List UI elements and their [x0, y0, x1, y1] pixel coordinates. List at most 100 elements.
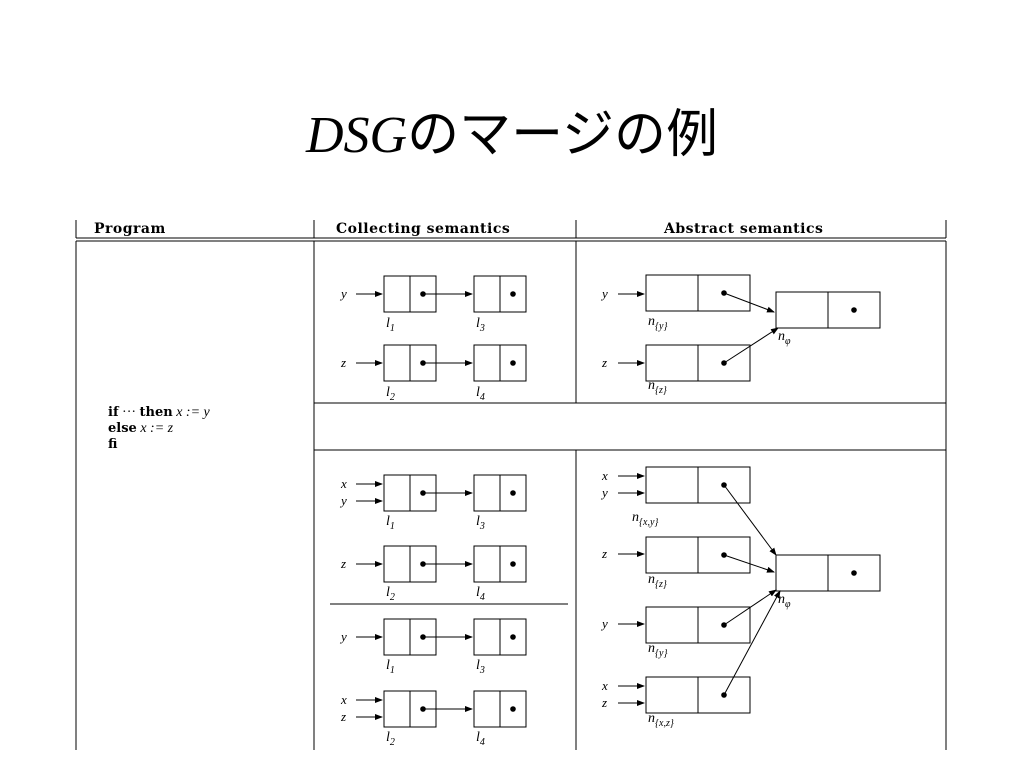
as-top-edge-nz-nphi	[723, 327, 779, 364]
as-top-label-ny-subscript: {y}	[655, 321, 667, 332]
as-b-label-nxz: n{x,z}	[648, 711, 674, 729]
as-b-label-nxy-base: n	[632, 510, 639, 525]
table-frame	[75, 220, 947, 750]
cs-top-label-l2-base: l	[386, 385, 390, 400]
as-b-label-nz-base: n	[648, 572, 655, 587]
cs-b1-node-l3	[473, 474, 527, 512]
cs-top-label-l1-subscript: 1	[390, 323, 395, 334]
dots: ···	[119, 405, 140, 420]
as-b-label-nz-subscript: {z}	[655, 579, 667, 590]
cs-top-node-l3-pointer-dot	[510, 291, 516, 297]
as-b-edge-nxy-nphi	[723, 484, 777, 556]
cs-top-node-l3	[473, 275, 527, 313]
kw-then: then	[140, 405, 174, 420]
title-japanese: のマージの例	[407, 105, 719, 165]
cs-top-label-l3-base: l	[476, 316, 480, 331]
title-latin: DSG	[305, 107, 408, 164]
as-top-node-nphi	[775, 291, 881, 329]
assign-x-z: x := z	[137, 421, 174, 436]
cs-top-label-l3-subscript: 3	[479, 323, 485, 334]
header-program: Program	[94, 221, 166, 237]
cs-top-node-l4	[473, 344, 527, 382]
as-b-label-nxy-subscript: {x,y}	[639, 517, 658, 528]
kw-if: if	[108, 405, 120, 420]
as-b-node-nxy	[645, 466, 751, 504]
cs-b2-label-l3-base: l	[476, 658, 480, 673]
program-line-if: if ··· then x := y	[108, 405, 211, 420]
cs-b1-node-l3-pointer-dot	[510, 490, 516, 496]
cs-top-label-l1: l1	[386, 316, 395, 334]
cs-b2-label-l2-base: l	[386, 730, 390, 745]
as-b-var-z2: z	[601, 695, 607, 710]
cs-b2-node-l4-pointer-dot	[510, 706, 516, 712]
cs-b2-label-l2-subscript: 2	[390, 737, 395, 748]
as-b-label-nphi-subscript: φ	[785, 599, 791, 610]
as-b-var-y: y	[600, 485, 608, 500]
cs-b2-var-y: y	[339, 629, 347, 644]
cs-b1-label-l3-subscript: 3	[479, 521, 485, 532]
cs-b1-node-l4	[473, 545, 527, 583]
as-b-label-nphi-base: n	[778, 592, 785, 607]
cs-b1-var-z: z	[340, 556, 346, 571]
as-b-var-x2: x	[601, 678, 608, 693]
cs-b2-label-l4-subscript: 4	[480, 737, 485, 748]
cs-b2-label-l2: l2	[386, 730, 395, 748]
cs-top-label-l4-subscript: 4	[480, 392, 485, 403]
as-b-label-nxz-subscript: {x,z}	[655, 718, 674, 729]
cs-b1-label-l4-subscript: 4	[480, 592, 485, 603]
as-top-label-nz: n{z}	[648, 378, 667, 396]
as-top-label-ny: n{y}	[648, 314, 667, 332]
slide-title: DSGのマージの例	[0, 100, 1024, 171]
cs-b2-var-z: z	[340, 709, 346, 724]
as-top-var-z: z	[601, 355, 607, 370]
cs-top-label-l1-base: l	[386, 316, 390, 331]
as-top-label-nphi-base: n	[778, 329, 785, 344]
cs-b1-label-l3: l3	[476, 514, 485, 532]
as-top-edge-ny-nphi	[723, 292, 775, 313]
as-b-label-nxz-base: n	[648, 711, 655, 726]
cs-b2-label-l3-subscript: 3	[479, 665, 485, 676]
as-top-label-nz-base: n	[648, 378, 655, 393]
cs-top-var-y: y	[339, 286, 347, 301]
cs-b2-label-l4-base: l	[476, 730, 480, 745]
cs-top-var-z: z	[340, 355, 346, 370]
cs-b2-label-l1: l1	[386, 658, 395, 676]
cs-b1-label-l2-subscript: 2	[390, 592, 395, 603]
as-b-node-nphi-pointer-dot	[851, 570, 857, 576]
as-b-node-ny	[645, 606, 751, 644]
cs-b1-label-l4: l4	[476, 585, 485, 603]
kw-else: else	[108, 421, 137, 436]
kw-fi: fi	[108, 437, 118, 452]
assign-x-y: x := y	[173, 405, 211, 420]
header-abstract-semantics: Abstract semantics	[663, 221, 823, 237]
cs-b2-var-x: x	[340, 692, 347, 707]
as-top-node-nz	[645, 344, 751, 382]
as-b-edge-nxz-nphi	[723, 590, 781, 696]
as-b-label-nxy: n{x,y}	[632, 510, 658, 528]
cs-b1-label-l4-base: l	[476, 585, 480, 600]
cs-b1-label-l1-base: l	[386, 514, 390, 529]
as-b-edge-ny-nphi	[723, 589, 777, 626]
cs-b2-label-l1-base: l	[386, 658, 390, 673]
as-top-var-y: y	[600, 286, 608, 301]
cs-top-label-l4-base: l	[476, 385, 480, 400]
as-b-node-nxz	[645, 676, 751, 714]
as-b-label-ny-subscript: {y}	[655, 648, 667, 659]
as-top-label-nphi: nφ	[778, 329, 791, 347]
cs-b1-var-x: x	[340, 476, 347, 491]
cs-b1-label-l2-base: l	[386, 585, 390, 600]
cs-b1-label-l2: l2	[386, 585, 395, 603]
cs-b2-node-l4	[473, 690, 527, 728]
as-b-node-nz	[645, 536, 751, 574]
cs-b2-node-l3-pointer-dot	[510, 634, 516, 640]
as-b-label-nphi: nφ	[778, 592, 791, 610]
as-b-label-ny-base: n	[648, 641, 655, 656]
as-b-label-ny: n{y}	[648, 641, 667, 659]
cs-b2-label-l3: l3	[476, 658, 485, 676]
as-b-var-z: z	[601, 546, 607, 561]
cs-b1-label-l1-subscript: 1	[390, 521, 395, 532]
cs-b2-node-l3	[473, 618, 527, 656]
cs-b1-node-l4-pointer-dot	[510, 561, 516, 567]
as-top-label-ny-base: n	[648, 314, 655, 329]
